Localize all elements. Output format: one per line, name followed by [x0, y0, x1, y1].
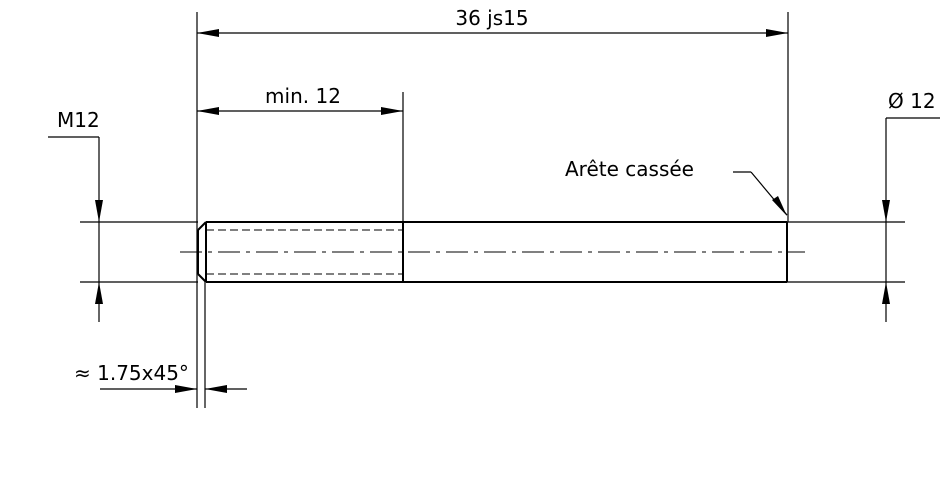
thread-length-label: min. 12 [265, 84, 341, 108]
broken-edge-leader [733, 171, 788, 216]
thread-length-dimension [197, 107, 403, 115]
diameter-dimension [882, 117, 940, 322]
thread-lines [206, 229, 403, 275]
overall-length-label: 36 js15 [455, 6, 528, 30]
chamfer-dimension [100, 385, 247, 393]
broken-edge-label: Arête cassée [565, 157, 694, 181]
thread-size-label: M12 [57, 108, 100, 132]
diameter-label: Ø 12 [888, 89, 936, 113]
thread-size-dimension [48, 136, 103, 322]
overall-length-dimension [197, 29, 788, 37]
extension-lines [80, 12, 905, 408]
pin-body [197, 221, 788, 283]
chamfer-label: ≈ 1.75x45° [74, 361, 189, 385]
